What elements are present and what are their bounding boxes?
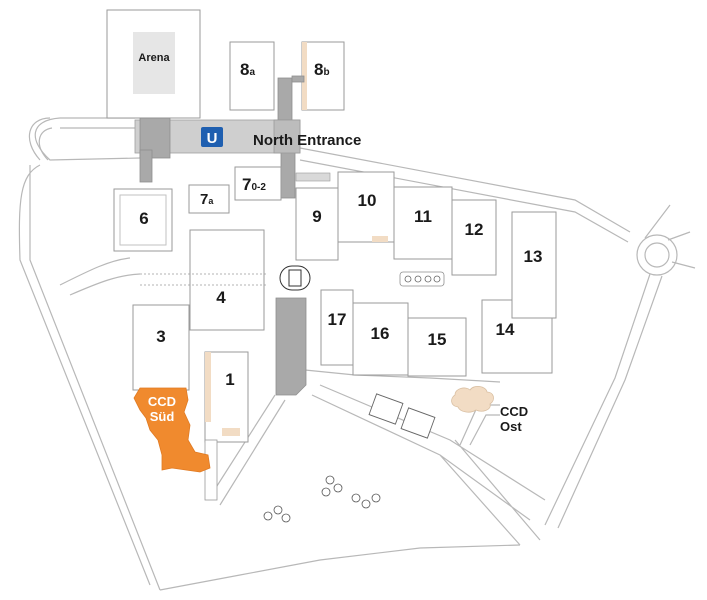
- roundabout-outer: [636, 234, 678, 276]
- hall-10-accent: [372, 236, 388, 242]
- hall-12-building: [451, 199, 497, 276]
- arena-floor: [133, 32, 175, 94]
- tree-icon: [263, 475, 381, 523]
- diagonal-road-hall1: [207, 394, 286, 506]
- svg-text:70-2: 70-2: [242, 175, 266, 194]
- hall-1-number: 1: [225, 370, 234, 389]
- hall-7-0-2-building: [234, 166, 282, 201]
- hall-7a-number: 7: [200, 191, 208, 208]
- ccd-sud-label-line2: Süd: [150, 409, 175, 424]
- hall-9-number: 9: [312, 207, 321, 226]
- hall-6-inner: [119, 194, 167, 246]
- roundabout-inner: [644, 242, 670, 268]
- hall-4-building: [189, 229, 265, 331]
- bridge-north: [277, 77, 293, 121]
- hall-17-number: 17: [328, 310, 347, 329]
- hall-14-building: [481, 299, 553, 374]
- svg-text:8b: 8b: [314, 60, 330, 79]
- west-outer-road: [28, 117, 53, 161]
- hall-16-building: [352, 302, 409, 376]
- hall-7a-building: [188, 184, 230, 214]
- central-walkway: [275, 297, 307, 396]
- hall-8b-number: 8: [314, 60, 323, 79]
- hall-6-building: [113, 188, 173, 252]
- service-strip: [295, 172, 331, 182]
- hall-1-building: [204, 351, 249, 443]
- hall-8b-suffix: b: [323, 67, 329, 78]
- bridge-link: [291, 75, 305, 83]
- roads: [18, 117, 696, 591]
- hall-1-annex: [204, 439, 218, 501]
- svg-text:7a: 7a: [200, 191, 214, 208]
- hall-12-number: 12: [465, 220, 484, 239]
- hall-16-number: 16: [371, 324, 390, 343]
- service-buildings: [368, 393, 436, 439]
- bridge-south: [280, 149, 296, 199]
- hall-3-building: [132, 304, 190, 391]
- hall-8b-building: [301, 41, 345, 111]
- hall-15-number: 15: [428, 330, 447, 349]
- ccd-sud-label-line1: CCD: [148, 394, 176, 409]
- hall-10-building: [337, 171, 395, 243]
- hall-8a-number: 8: [240, 60, 249, 79]
- ccd-ost-label-line2: Ost: [500, 419, 522, 434]
- hall-1-accent-south: [222, 428, 240, 436]
- hall-10-number: 10: [358, 191, 377, 210]
- hall-15-building: [407, 317, 467, 377]
- north-entrance-label: North Entrance: [253, 132, 361, 149]
- u-bahn-icon: U: [201, 127, 223, 147]
- concourse-west-stairs: [139, 149, 153, 183]
- roundabout-spurs: [544, 204, 696, 529]
- south-boundary: [159, 544, 521, 591]
- hall-8b-accent: [302, 42, 307, 110]
- car-icon: [279, 265, 311, 291]
- svg-text:8a: 8a: [240, 60, 255, 79]
- hall-7-0-2-suffix: 0-2: [251, 182, 266, 193]
- west-walkway: [140, 273, 268, 286]
- ccd-ost-label-line1: CCD: [500, 404, 528, 419]
- hall-8a-building: [229, 41, 275, 111]
- concourse-junction: [273, 119, 301, 154]
- hall-7-0-2-number: 7: [242, 175, 251, 194]
- hall-13-number: 13: [524, 247, 543, 266]
- u-bahn-symbol: U: [207, 130, 218, 147]
- tree-icon: [399, 271, 445, 287]
- hall-14-number: 14: [496, 320, 515, 339]
- hall-3-number: 3: [156, 327, 165, 346]
- hall-13-building: [511, 211, 557, 319]
- hall-1-accent: [205, 352, 211, 422]
- hall-6-number: 6: [139, 209, 148, 228]
- south-road: [304, 369, 546, 546]
- ccd-sud-building: [133, 387, 211, 473]
- hall-4-number: 4: [216, 288, 226, 307]
- north-road: [60, 117, 135, 129]
- arena-label: Arena: [138, 52, 170, 64]
- west-access-road: [59, 257, 141, 296]
- west-loop-road: [18, 117, 161, 591]
- hall-8a-suffix: a: [249, 67, 255, 78]
- hall-17-building: [320, 289, 354, 366]
- hall-7a-suffix: a: [208, 196, 214, 206]
- hall-11-number: 11: [414, 207, 432, 226]
- ccd-ost-tree: [451, 386, 494, 413]
- hall-11-building: [393, 186, 453, 260]
